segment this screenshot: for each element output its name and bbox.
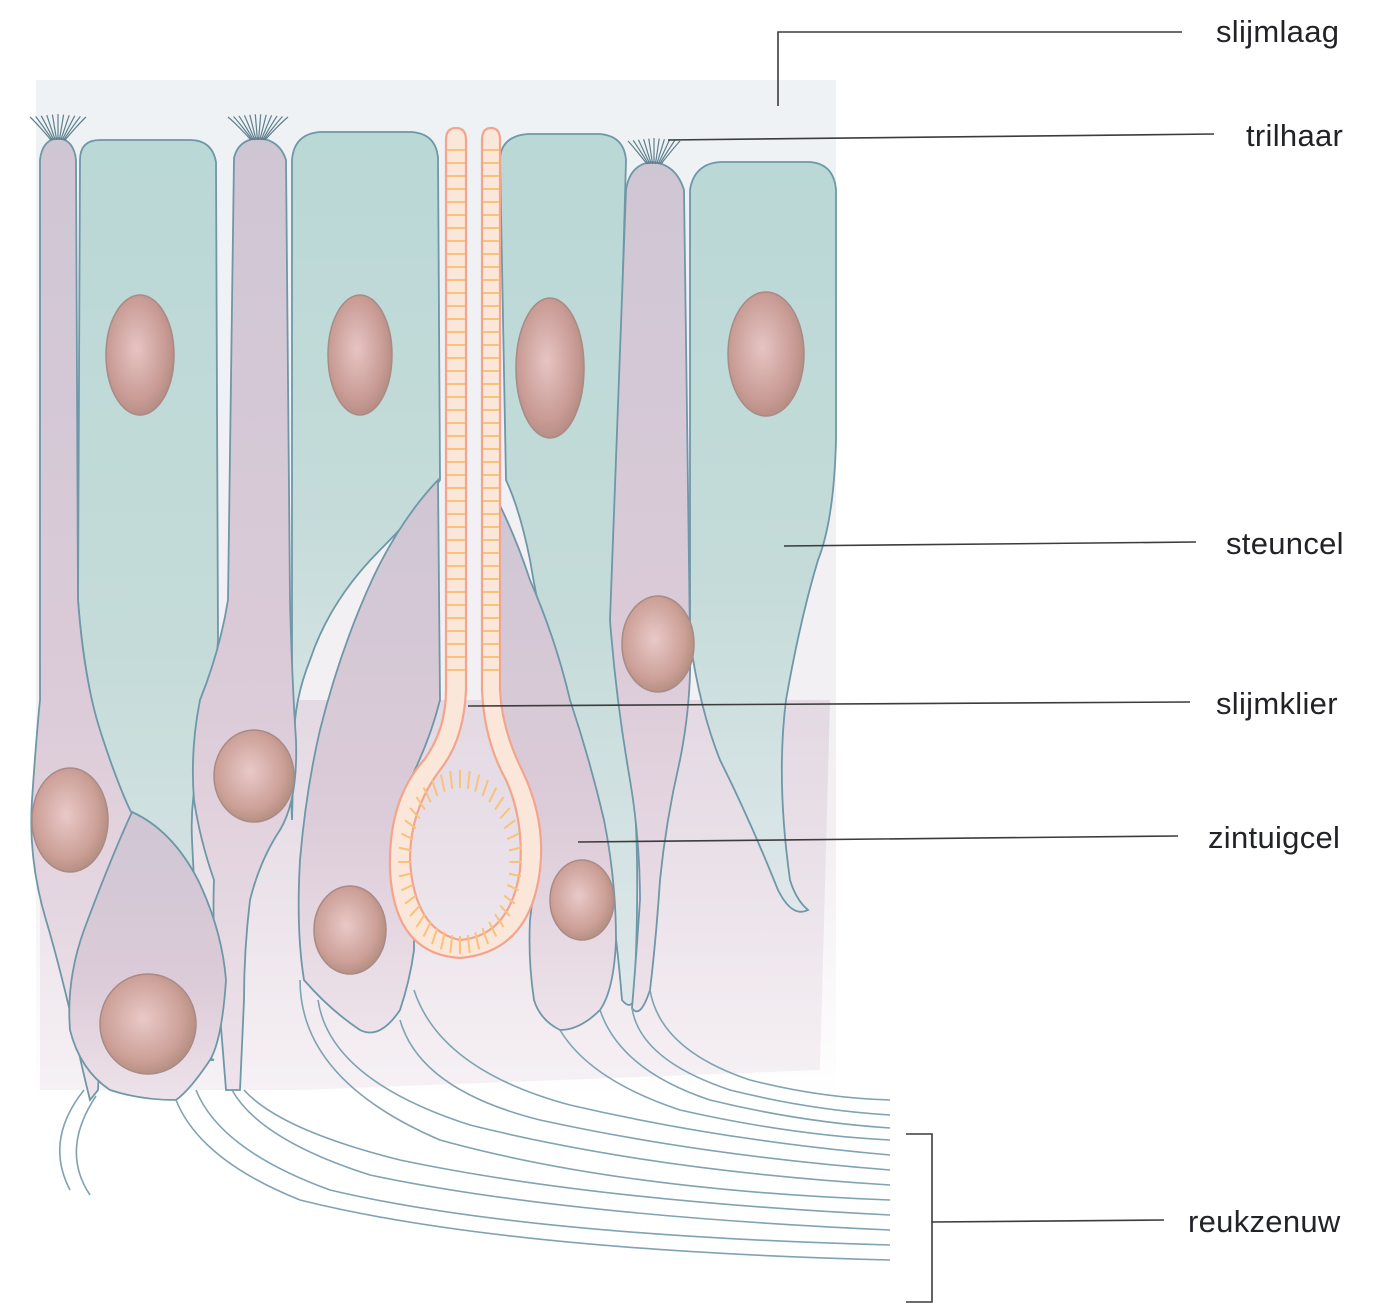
nerve-fiber bbox=[196, 1090, 890, 1245]
nucleus bbox=[728, 292, 804, 416]
leader-slijmlaag bbox=[778, 32, 1182, 106]
nucleus bbox=[550, 860, 614, 940]
label-slijmlaag: slijmlaag bbox=[1216, 14, 1339, 50]
nucleus bbox=[622, 596, 694, 692]
label-zintuigcel: zintuigcel bbox=[1208, 820, 1340, 856]
leader-reukzenuw bbox=[932, 1220, 1164, 1222]
nerve-fiber bbox=[244, 1090, 890, 1215]
label-reukzenuw: reukzenuw bbox=[1188, 1204, 1341, 1240]
nucleus bbox=[328, 295, 392, 415]
nucleus bbox=[32, 768, 108, 872]
leader-steuncel bbox=[784, 542, 1196, 546]
nucleus bbox=[100, 974, 196, 1074]
nucleus bbox=[516, 298, 584, 438]
label-steuncel: steuncel bbox=[1226, 526, 1344, 562]
nucleus bbox=[106, 295, 174, 415]
nerve-fiber bbox=[76, 1096, 96, 1195]
label-trilhaar: trilhaar bbox=[1246, 118, 1343, 154]
nucleus bbox=[314, 886, 386, 974]
bracket-reukzenuw bbox=[906, 1134, 932, 1302]
nerve-fiber bbox=[176, 1100, 890, 1260]
label-slijmklier: slijmklier bbox=[1216, 686, 1338, 722]
nucleus bbox=[214, 730, 294, 822]
